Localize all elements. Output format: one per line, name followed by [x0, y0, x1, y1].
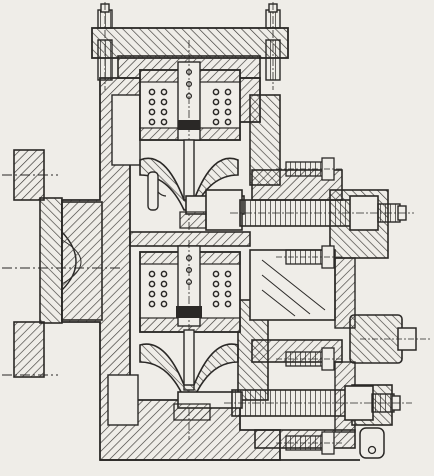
upper-rocker-arm	[179, 189, 245, 231]
lower-springs	[148, 270, 232, 308]
divider-wall	[129, 231, 251, 247]
upper-push-rod	[230, 195, 414, 231]
lower-valve-cage	[139, 245, 241, 333]
right-side-bolts	[276, 157, 342, 455]
bottom-lever-pin	[359, 427, 385, 459]
right-adjuster-nut	[360, 327, 430, 351]
top-right-stud	[265, 2, 281, 90]
upper-springs	[148, 88, 232, 126]
lower-rocker-arm	[173, 391, 243, 421]
lower-push-rod	[224, 385, 412, 421]
lower-valve-disc	[139, 329, 239, 399]
upper-valve-cage	[139, 61, 241, 141]
top-left-stud	[97, 2, 113, 90]
